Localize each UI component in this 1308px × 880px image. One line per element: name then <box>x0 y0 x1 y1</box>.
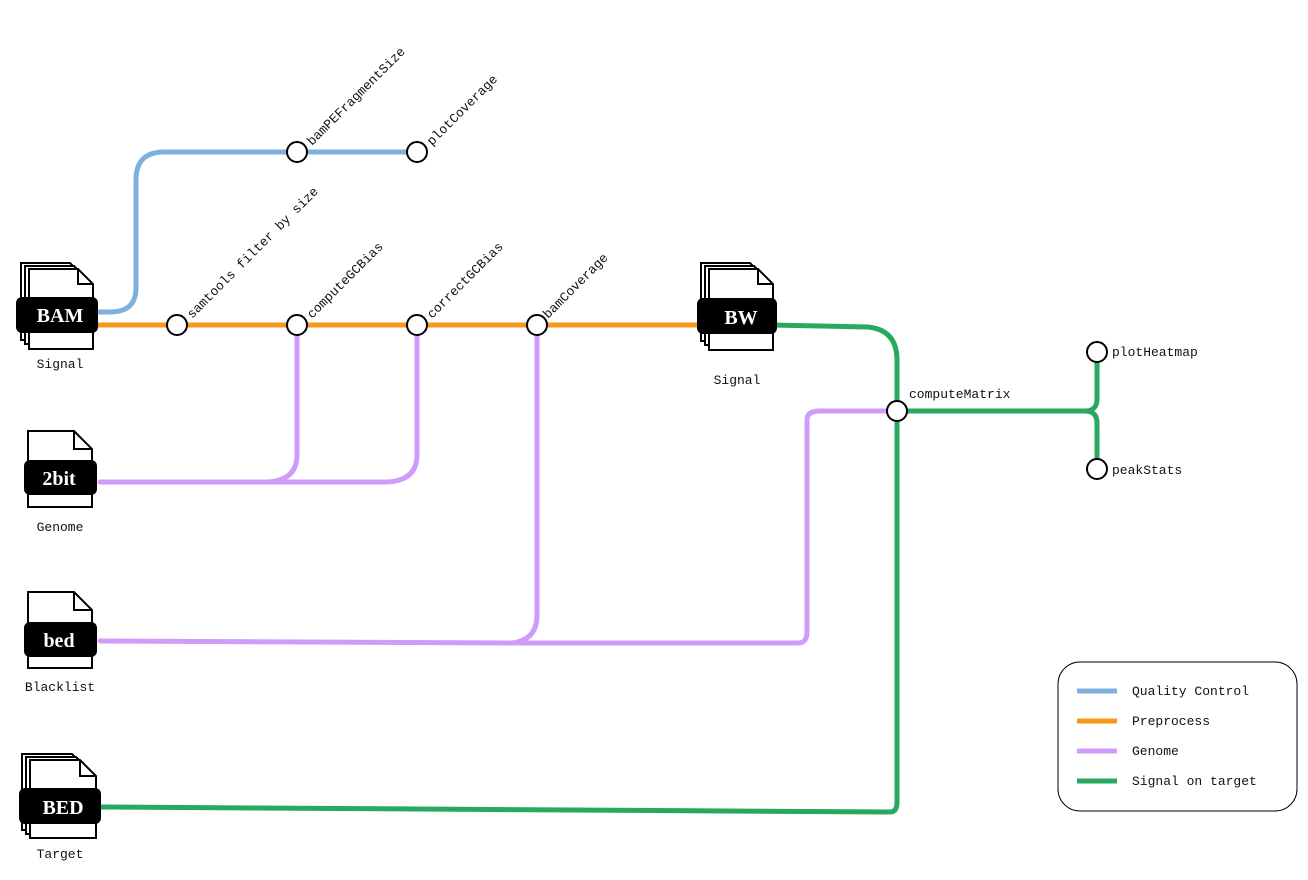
station-computegcbias: computeGCBias <box>286 240 387 336</box>
route-signal-target <box>97 408 900 815</box>
station-label: computeMatrix <box>909 387 1011 402</box>
route-signal-output <box>894 349 1100 414</box>
station-bamcoverage: bamCoverage <box>526 251 612 336</box>
file-tag-label: bed <box>43 630 74 652</box>
file-bw: BW Signal <box>697 262 777 388</box>
station-label: bamPEFragmentSize <box>304 44 408 148</box>
file-caption: Signal <box>714 373 761 388</box>
file-bed-target: BED Target <box>19 753 101 862</box>
file-2bit: 2bit Genome <box>24 430 97 535</box>
file-bam: BAM Signal <box>16 262 98 372</box>
station-samtools-filter: samtools filter by size <box>166 184 322 336</box>
station-correctgcbias: correctGCBias <box>406 240 507 336</box>
station-computematrix: computeMatrix <box>886 387 1011 422</box>
file-bed-blacklist: bed Blacklist <box>24 591 97 695</box>
legend-label: Preprocess <box>1132 714 1210 729</box>
station-plotheatmap: plotHeatmap <box>1086 341 1198 363</box>
station-label: peakStats <box>1112 463 1182 478</box>
station-bampefragmentsize: bamPEFragmentSize <box>286 44 409 163</box>
route-genome-computematrix <box>507 408 900 646</box>
route-genome-correctgcbias <box>267 322 420 485</box>
station-label: samtools filter by size <box>184 184 321 321</box>
station-label: plotCoverage <box>424 72 501 149</box>
station-label: computeGCBias <box>304 240 386 322</box>
legend-item-signal-on-target: Signal on target <box>1077 774 1257 789</box>
station-peakstats: peakStats <box>1086 458 1182 480</box>
file-caption: Signal <box>37 357 84 372</box>
route-signal-bw <box>767 322 900 414</box>
legend: Quality Control Preprocess Genome Signal… <box>1057 661 1298 812</box>
routes <box>92 149 1100 815</box>
file-tag-label: 2bit <box>42 468 76 490</box>
station-label: plotHeatmap <box>1112 345 1198 360</box>
legend-label: Signal on target <box>1132 774 1257 789</box>
legend-label: Genome <box>1132 744 1179 759</box>
legend-item-genome: Genome <box>1077 744 1179 759</box>
file-caption: Target <box>37 847 84 862</box>
station-label: bamCoverage <box>540 251 611 322</box>
route-signal-output-lower <box>1082 408 1100 472</box>
file-caption: Blacklist <box>25 680 95 695</box>
file-tag-label: BED <box>42 797 83 819</box>
legend-item-preprocess: Preprocess <box>1077 714 1210 729</box>
legend-label: Quality Control <box>1132 684 1249 699</box>
route-quality-control <box>92 149 420 315</box>
file-tag-label: BW <box>724 307 757 329</box>
file-tag-label: BAM <box>37 305 84 327</box>
stations: bamPEFragmentSize plotCoverage samtools … <box>166 44 1198 480</box>
legend-item-quality-control: Quality Control <box>1077 684 1249 699</box>
file-caption: Genome <box>37 520 84 535</box>
route-genome-gcbias <box>97 322 300 485</box>
station-plotcoverage: plotCoverage <box>406 72 501 163</box>
station-label: correctGCBias <box>424 240 506 322</box>
